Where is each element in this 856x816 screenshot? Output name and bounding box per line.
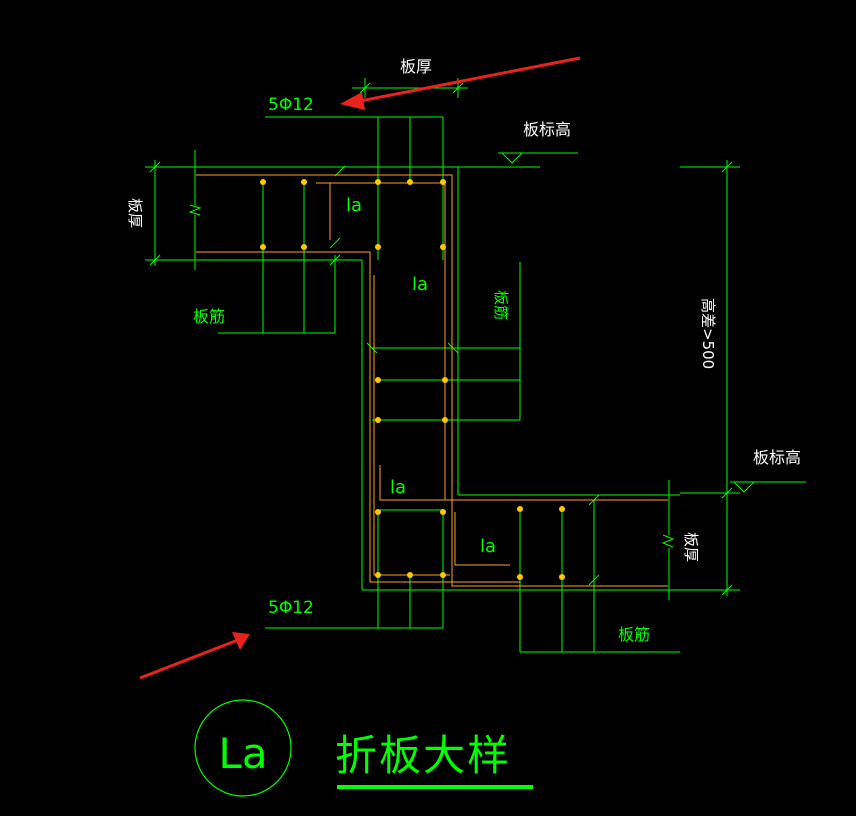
rebar-dot (442, 417, 448, 423)
right-elevation-symbol (730, 481, 806, 493)
rebar-dot (559, 506, 565, 512)
rebar-dot (260, 244, 266, 250)
rebar-dot (517, 506, 523, 512)
top-rebar-leader (265, 116, 444, 260)
label-slab-elevation-top: 板标高 (523, 120, 571, 139)
left-thickness-dimension (145, 160, 188, 266)
rebar-dot (440, 509, 446, 515)
label-slab-thickness-right: 板厚 (682, 532, 700, 562)
rebar-dot (375, 179, 381, 185)
label-height-diff: 高差>500 (699, 298, 717, 369)
bottom-rebar-leader-box (265, 509, 444, 629)
top-slab-outline (188, 150, 680, 591)
label-la-3: la (390, 477, 406, 498)
red-arrows (139, 56, 581, 680)
rebar-dot (375, 377, 381, 383)
rebar-dot (301, 244, 307, 250)
label-la-2: la (412, 274, 428, 295)
rebar-dot (407, 179, 413, 185)
detail-marker-circle (194, 699, 292, 797)
bottom-rebar-leader (519, 494, 680, 653)
rebar-dot (440, 179, 446, 185)
left-rebar-leader (218, 165, 346, 334)
rebar-dot (260, 179, 266, 185)
top-elevation-symbol (498, 152, 578, 164)
detail-marker-label: La (218, 729, 267, 778)
rebar-dot (440, 572, 446, 578)
rebar-dot (375, 509, 381, 515)
top-arrow (354, 56, 581, 104)
label-slab-thickness-left: 板厚 (126, 198, 144, 228)
label-la-1: la (346, 195, 362, 216)
top-arrow-head (340, 92, 365, 110)
label-slab-thickness-top: 板厚 (400, 57, 432, 76)
label-rebar-bottom: 5Φ12 (268, 598, 314, 618)
rebar-dot (442, 377, 448, 383)
rebar-dot (375, 244, 381, 250)
rebar-dot (517, 574, 523, 580)
rebar-dot (301, 179, 307, 185)
rebar-dot (375, 572, 381, 578)
rebar-dot (440, 244, 446, 250)
bottom-arrow-head (232, 632, 250, 650)
label-rebar-top: 5Φ12 (268, 95, 314, 115)
rebar-dots (260, 179, 565, 580)
mid-rebar-leader (366, 262, 521, 421)
label-slab-rebar-left: 板筋 (193, 307, 225, 326)
label-slab-rebar-bottom: 板筋 (618, 625, 650, 644)
title-underline (337, 785, 533, 789)
height-diff-dimension (680, 160, 740, 596)
label-la-4: la (480, 536, 496, 557)
bottom-arrow (139, 638, 239, 680)
top-thickness-dimension (352, 78, 468, 98)
label-slab-rebar-mid: 板筋 (492, 290, 510, 320)
rebar-dot (559, 574, 565, 580)
rebar-dot (407, 572, 413, 578)
right-slab-break (661, 480, 675, 600)
rebar-dot (375, 417, 381, 423)
drawing-title: 折板大样 (335, 731, 511, 780)
label-slab-elevation-right: 板标高 (753, 448, 801, 467)
